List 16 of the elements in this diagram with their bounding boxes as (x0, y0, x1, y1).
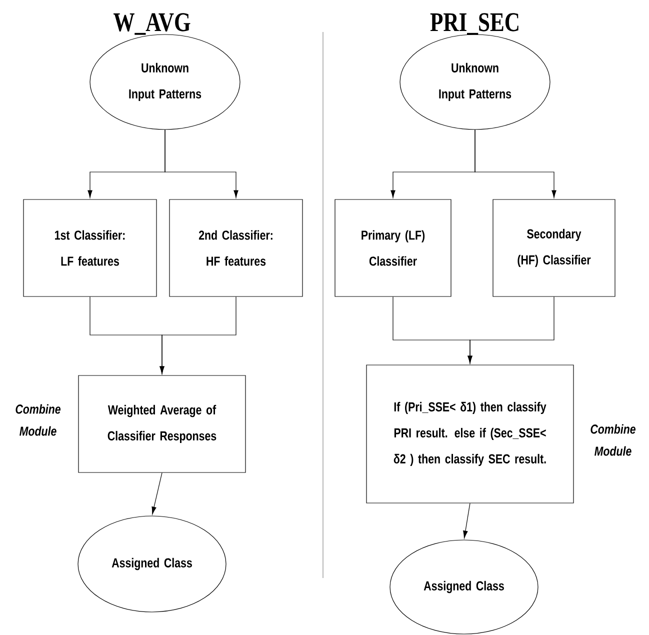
panel-title: W_AVG (114, 13, 190, 35)
arrow (152, 472, 162, 514)
arrow (463, 503, 470, 538)
process-box: If (Pri_SSE< δ1) then classify PRI result. else if (Sec_SSE< δ2 ) then classify SEC result. (366, 364, 574, 504)
process-box: 1st Classifier: LF features (23, 199, 157, 297)
process-box: Weighted Average of Classifier Responses (78, 375, 246, 473)
process-box: 2nd Classifier: HF features (169, 199, 303, 297)
process-box: Primary (LF) Classifier (334, 199, 452, 297)
module-label: Combine Module (590, 424, 636, 456)
arrow (164, 130, 238, 198)
arrow (160, 296, 236, 374)
module-label: Combine Module (16, 404, 60, 436)
panel-title: PRI_SEC (430, 13, 518, 35)
process-box: Secondary (HF) Classifier (492, 199, 616, 297)
arrow (474, 130, 556, 198)
arrow (468, 296, 554, 364)
